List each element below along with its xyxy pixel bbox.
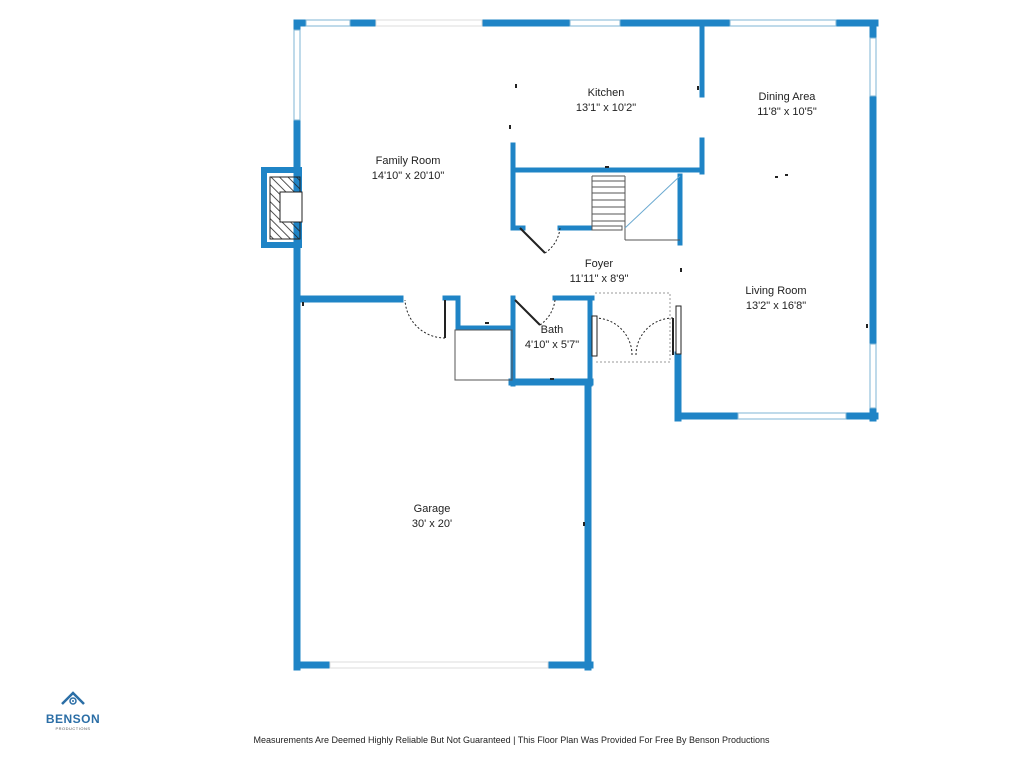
room-dimensions: 14'10" x 20'10" — [371, 170, 445, 182]
interior-walls — [442, 20, 705, 387]
room-label-family: Family Room 14'10" x 20'10" — [372, 154, 445, 184]
room-name: Dining Area — [758, 91, 816, 103]
disclaimer-footer: Measurements Are Deemed Highly Reliable … — [253, 735, 770, 745]
utility-area — [454, 329, 513, 381]
house-icon — [61, 691, 85, 705]
room-label-garage: Garage 30' x 20' — [412, 502, 452, 532]
room-name: Living Room — [745, 285, 807, 297]
room-dimensions: 11'11" x 8'9" — [569, 273, 629, 285]
windows — [293, 19, 877, 669]
room-label-foyer: Foyer 11'11" x 8'9" — [570, 257, 629, 287]
logo-brand: BENSON — [45, 712, 101, 726]
room-name: Garage — [413, 503, 451, 515]
benson-logo: BENSON PRODUCTIONS — [40, 690, 106, 731]
room-dimensions: 11'8" x 10'5" — [757, 106, 817, 118]
logo-subtitle: PRODUCTIONS — [55, 726, 91, 731]
room-dimensions: 13'2" x 16'8" — [745, 300, 807, 312]
room-label-kitchen: Kitchen 13'1" x 10'2" — [576, 86, 636, 116]
room-dimensions: 30' x 20' — [411, 518, 453, 530]
room-label-living: Living Room 13'2" x 16'8" — [745, 284, 806, 314]
fireplace — [261, 167, 303, 248]
room-dimensions: 4'10" x 5'7" — [524, 339, 580, 351]
room-name: Bath — [540, 324, 564, 336]
stairs — [591, 175, 681, 241]
room-name: Foyer — [584, 258, 614, 270]
doors — [404, 227, 682, 363]
room-name: Family Room — [375, 155, 441, 167]
room-name: Kitchen — [587, 87, 625, 99]
room-label-bath: Bath 4'10" x 5'7" — [525, 323, 579, 353]
room-label-dining: Dining Area 11'8" x 10'5" — [757, 90, 817, 120]
fixtures — [302, 84, 868, 526]
room-dimensions: 13'1" x 10'2" — [575, 102, 637, 114]
